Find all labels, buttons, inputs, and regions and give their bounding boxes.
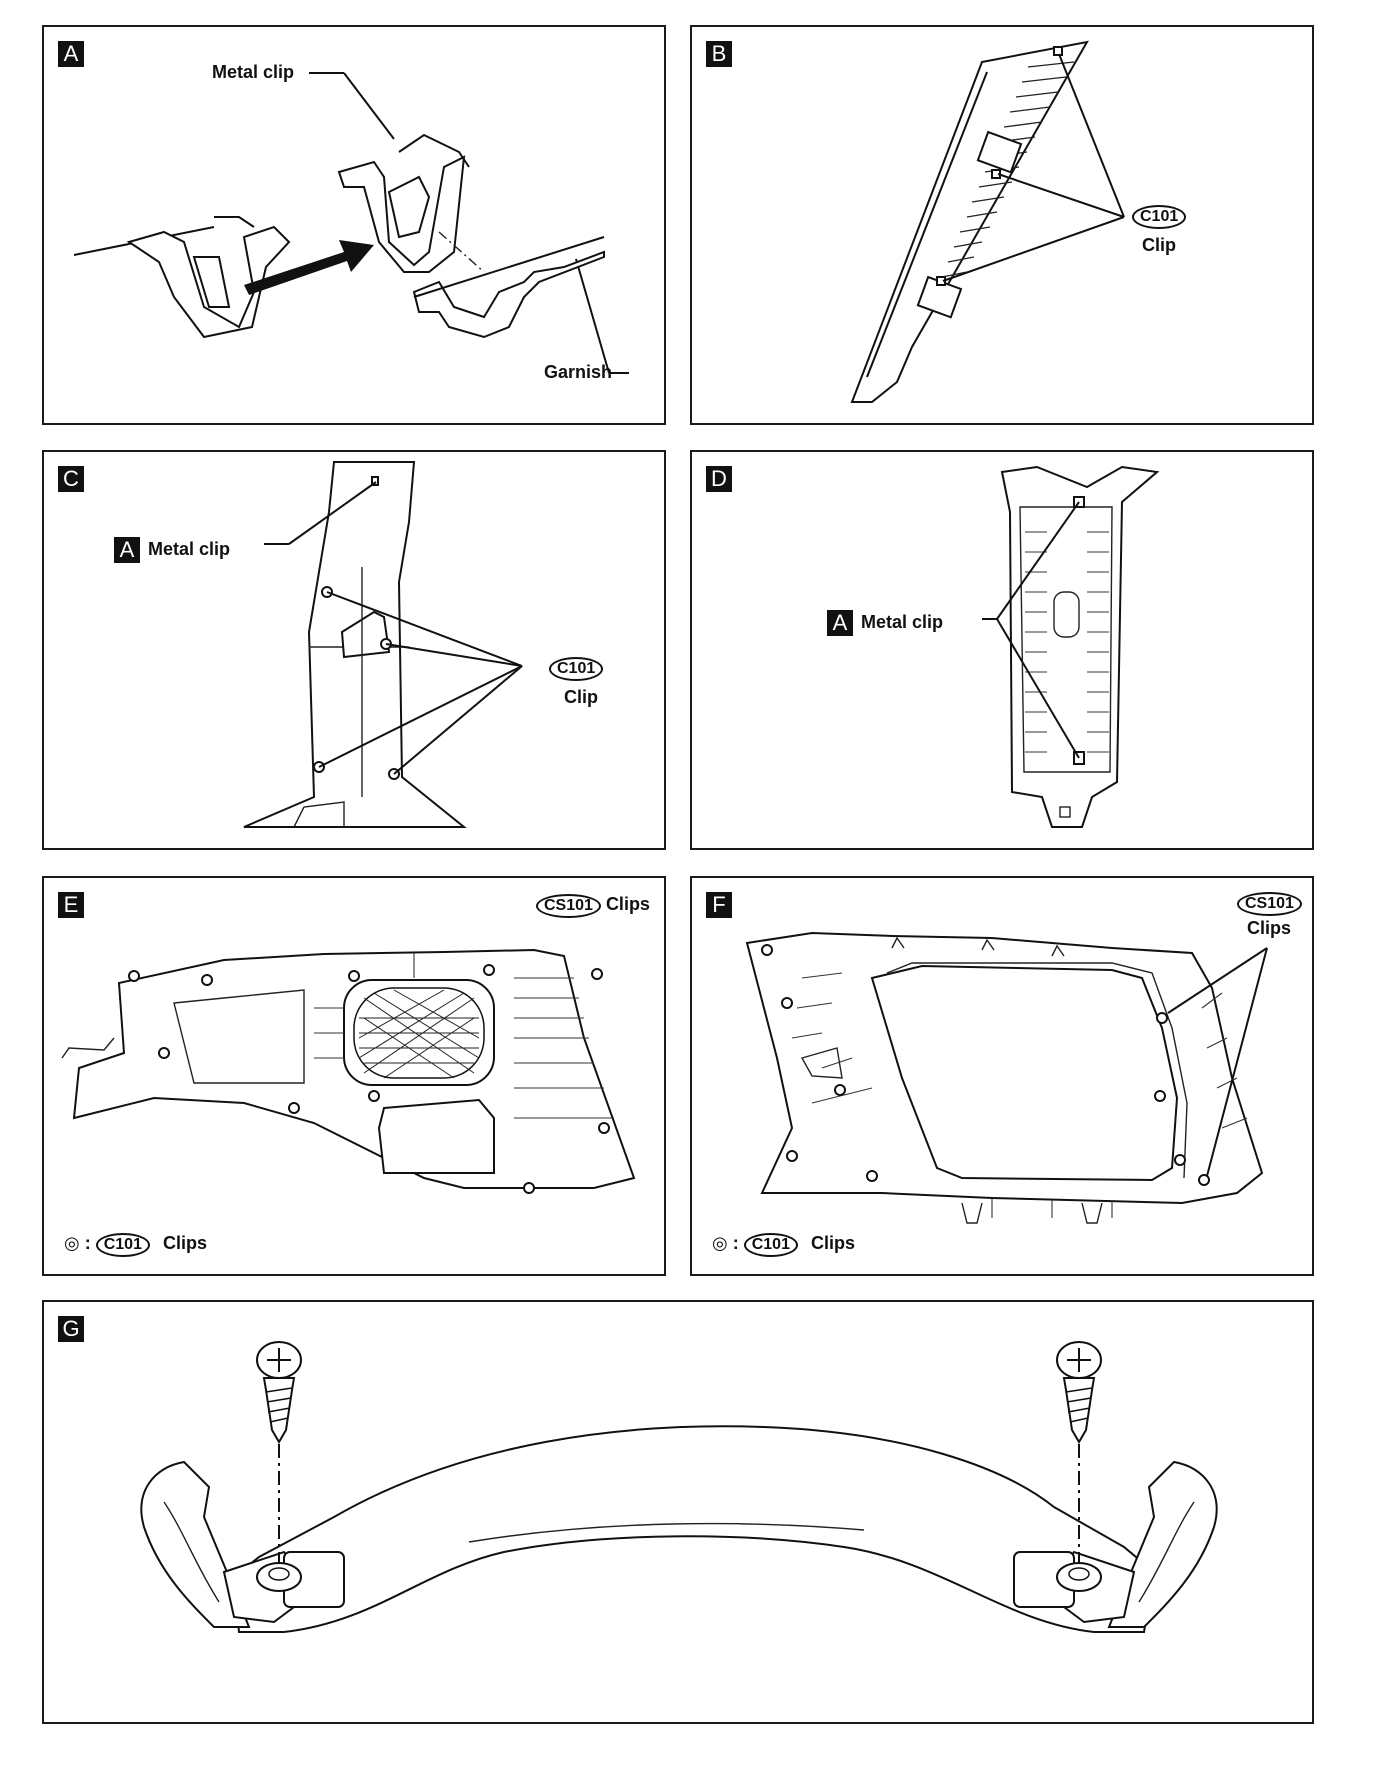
part-code-c101-e: C101 [95,1233,150,1257]
panel-c-tag: C [58,466,84,492]
panel-b-tag: B [706,41,732,67]
panel-c: C A Metal clip C101 Clip [42,450,666,850]
pillar-garnish-b-illustration [850,40,1125,403]
inline-tag-a-d: A [827,610,853,636]
pillar-garnish-d-illustration [982,465,1160,828]
panel-d-tag: D [706,466,732,492]
panel-a: A Metal clip Garnish [42,25,666,425]
legend-symbol-f: ◎ : [712,1233,739,1253]
metal-clip-label: Metal clip [212,62,295,82]
panel-g-tag: G [58,1316,84,1342]
legend-e: ◎ : C101 Clips [64,1233,207,1257]
panel-d: D A Metal clip [690,450,1314,850]
clip-callout-b: C101 [1132,205,1187,229]
screw-right-icon [1056,1341,1102,1564]
part-code-cs101-e: CS101 [536,894,601,918]
legend-symbol-e: ◎ : [64,1233,91,1253]
panel-e: E CS101 Clips ◎ : C101 Clips [42,876,666,1276]
panel-e-tag: E [58,892,84,918]
clip-label-c: Clip [564,687,598,707]
panel-g: G [42,1300,1314,1724]
screw-left-icon [256,1341,302,1564]
panel-f-tag: F [706,892,732,918]
luggage-side-trim-f-illustration [745,931,1268,1224]
part-code-c101-f: C101 [743,1233,798,1257]
assist-grip-illustration [140,1341,1218,1633]
cs101-callout-f: CS101 [1237,892,1302,916]
metal-clip-label-c: Metal clip [148,538,231,559]
part-code-cs101-f: CS101 [1237,892,1302,916]
metal-clip-callout-c: A Metal clip [114,537,230,563]
clip-label-b: Clip [1142,235,1176,255]
panel-a-tag: A [58,41,84,67]
clips-label-top-f: Clips [1247,918,1292,938]
center-pillar-c-illustration [243,461,523,828]
metal-clip-label-d: Metal clip [861,611,944,632]
metal-clip-illustration [73,72,629,374]
panel-f: F CS101 Clips ◎ : C101 Clips [690,876,1314,1276]
luggage-side-trim-e-illustration [61,948,636,1194]
inline-tag-a: A [114,537,140,563]
part-code-c101-c: C101 [549,657,604,681]
legend-f: ◎ : C101 Clips [712,1233,855,1257]
metal-clip-callout-d: A Metal clip [827,610,943,636]
garnish-label: Garnish [544,362,613,382]
clips-label-bottom-e: Clips [162,1233,207,1253]
panel-b: B C101 Clip [690,25,1314,425]
clips-label-bottom-f: Clips [810,1233,855,1253]
part-code-c101: C101 [1132,205,1187,229]
clips-label-top-e: Clips [605,894,650,914]
clip-callout-c: C101 [549,657,604,681]
cs101-callout-e: CS101 Clips [536,894,650,918]
